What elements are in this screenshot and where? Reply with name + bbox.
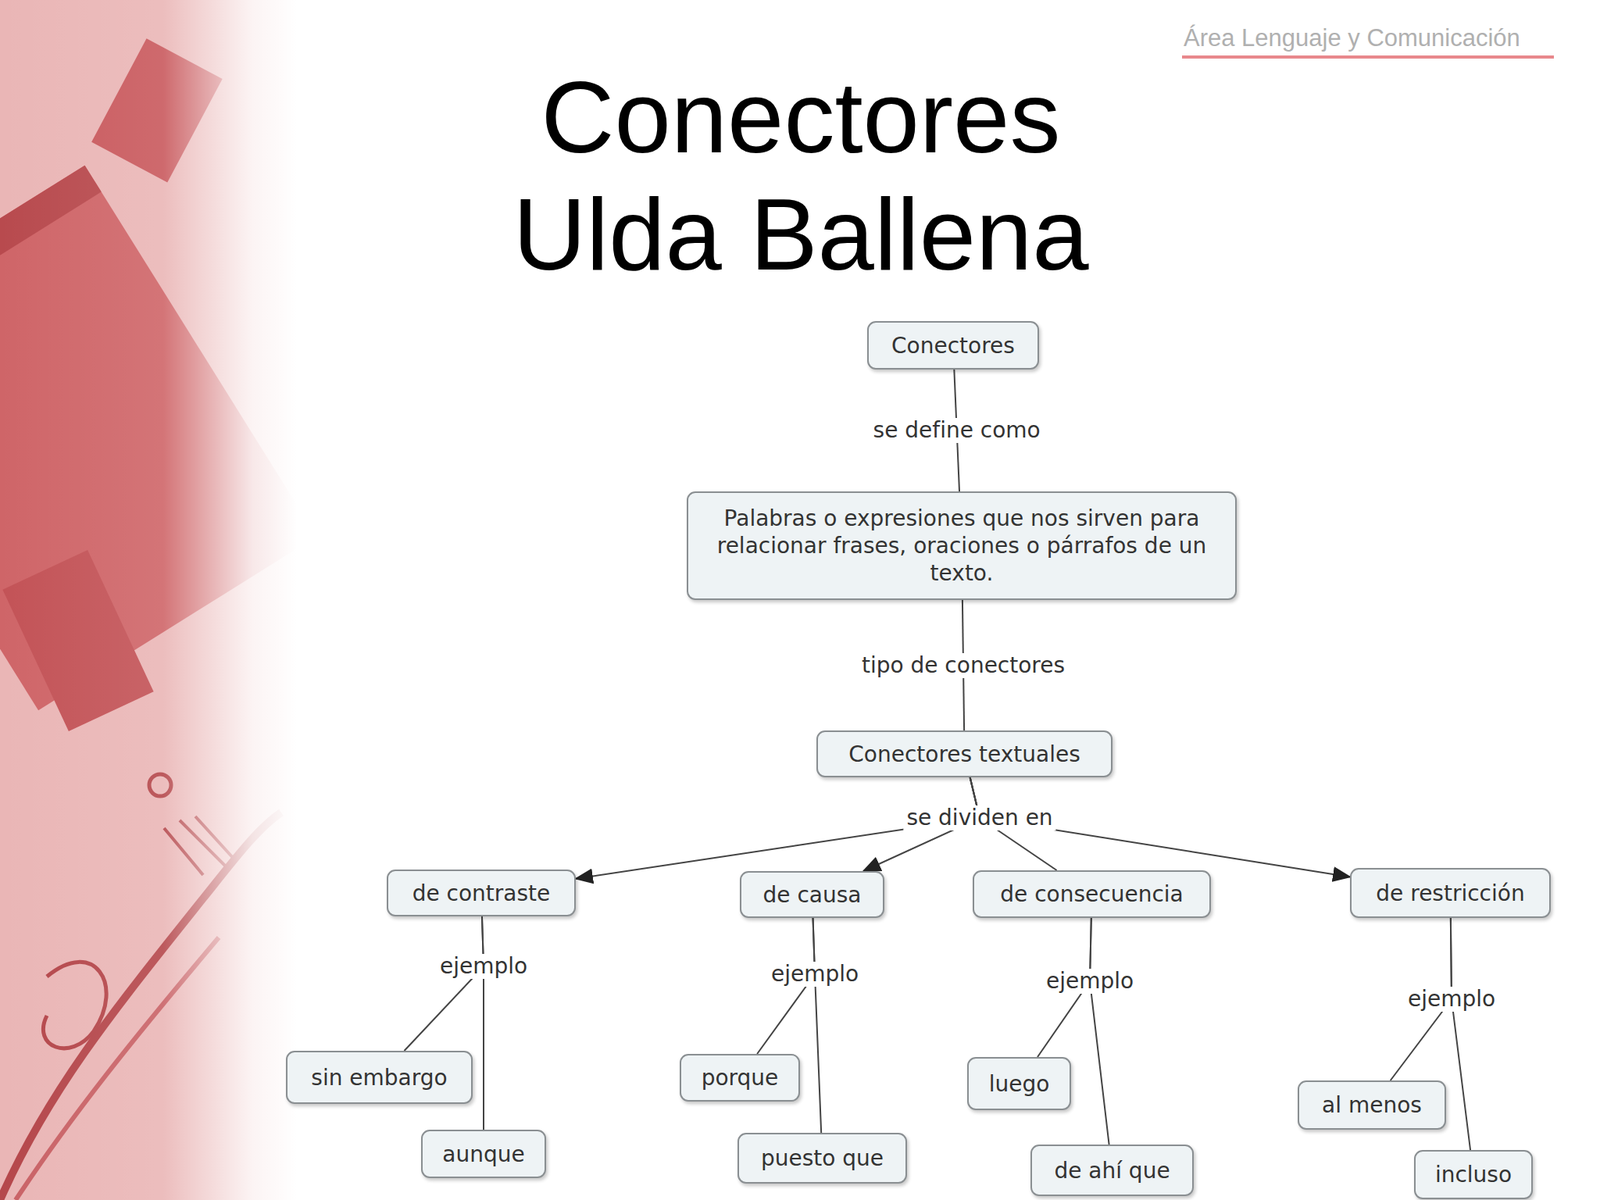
node-text-group: incluso bbox=[1435, 1160, 1512, 1189]
connector-line bbox=[1450, 917, 1471, 1150]
example-box: de ahí que bbox=[1030, 1144, 1194, 1197]
connector-label: se define como bbox=[870, 417, 1044, 443]
node-text: de consecuencia bbox=[1000, 880, 1183, 908]
node-text-group: de restricción bbox=[1375, 879, 1525, 908]
connector-label: se dividen en bbox=[903, 805, 1056, 831]
connector-label: ejemplo bbox=[1042, 968, 1137, 994]
example-box: sin embargo bbox=[285, 1050, 473, 1104]
example-box: porque bbox=[679, 1053, 800, 1102]
node-text-group: aunque bbox=[442, 1140, 525, 1168]
connector-line bbox=[1089, 917, 1110, 1145]
node-text: porque bbox=[701, 1064, 779, 1092]
example-box: incluso bbox=[1414, 1150, 1533, 1200]
node-text: de causa bbox=[763, 881, 862, 909]
connector-line bbox=[813, 917, 822, 1133]
node-text-group: de consecuencia bbox=[1000, 880, 1183, 908]
example-box: al menos bbox=[1297, 1080, 1447, 1130]
node-text-group: al menos bbox=[1321, 1091, 1422, 1119]
decorative-illustration bbox=[0, 0, 297, 1200]
type-box: de contraste bbox=[386, 869, 576, 917]
node-text: al menos bbox=[1321, 1091, 1422, 1119]
example-box: luego bbox=[967, 1057, 1072, 1111]
connector-line bbox=[482, 916, 484, 1130]
node-text: Palabras o expresiones que nos sirven pa… bbox=[703, 504, 1220, 587]
node-text: Conectores textuales bbox=[848, 740, 1081, 768]
node-text-group: sin embargo bbox=[310, 1064, 447, 1092]
node-text: sin embargo bbox=[310, 1064, 447, 1092]
node-text: aunque bbox=[442, 1140, 525, 1168]
slide-title: Conectores Ulda Ballena bbox=[503, 58, 1098, 293]
type-box: de restricción bbox=[1350, 867, 1551, 918]
type-box: de causa bbox=[739, 871, 885, 918]
connector-line bbox=[403, 916, 484, 1051]
category-box: Conectores textuales bbox=[816, 730, 1113, 778]
node-text-group: Conectores bbox=[891, 332, 1015, 360]
node-text-group: Conectores textuales bbox=[848, 740, 1081, 768]
connector-label: ejemplo bbox=[767, 961, 862, 987]
connector-label: tipo de conectores bbox=[858, 653, 1068, 679]
connector-label: ejemplo bbox=[436, 953, 531, 979]
definition-box: Palabras o expresiones que nos sirven pa… bbox=[686, 491, 1237, 600]
connector-label: ejemplo bbox=[1404, 986, 1499, 1012]
paper-texture bbox=[0, 0, 297, 1200]
pink-background bbox=[0, 0, 297, 1200]
node-text: de restricción bbox=[1375, 879, 1525, 908]
area-header: Área Lenguaje y Comunicación bbox=[1183, 23, 1521, 54]
node-text: de ahí que bbox=[1053, 1157, 1170, 1185]
node-text: Conectores bbox=[891, 332, 1015, 360]
header-underline bbox=[1182, 55, 1554, 59]
node-text-group: de contraste bbox=[412, 879, 551, 908]
node-text: incluso bbox=[1435, 1160, 1512, 1189]
example-box: aunque bbox=[421, 1129, 547, 1179]
node-text: puesto que bbox=[760, 1144, 884, 1172]
node-text-group: de causa bbox=[763, 881, 862, 909]
node-text-group: de ahí que bbox=[1053, 1157, 1170, 1185]
node-text-group: puesto que bbox=[760, 1144, 884, 1172]
type-box: de consecuencia bbox=[972, 870, 1211, 918]
node-text-group: luego bbox=[989, 1070, 1050, 1098]
node-text: luego bbox=[989, 1070, 1050, 1098]
node-text-group: porque bbox=[701, 1064, 779, 1092]
node-text-group: Palabras o expresiones que nos sirven pa… bbox=[703, 504, 1220, 587]
node-text: de contraste bbox=[412, 879, 551, 908]
concept-box: Conectores bbox=[867, 321, 1040, 370]
example-box: puesto que bbox=[737, 1132, 908, 1184]
fade-overlay bbox=[0, 0, 297, 1200]
